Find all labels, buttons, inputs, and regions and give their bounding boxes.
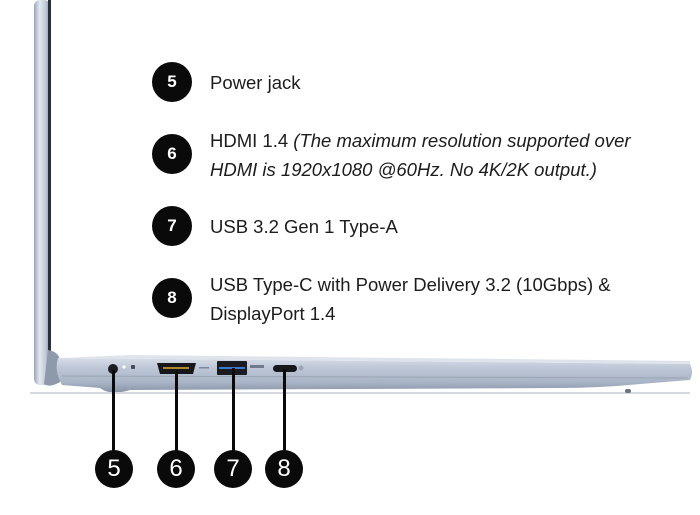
leader-line-6 — [175, 371, 178, 452]
legend-label-hdmi: HDMI 1.4 (The maximum resolution support… — [210, 130, 631, 180]
hdmi-note: (The maximum resolution supported over H… — [210, 130, 631, 180]
callout-badge-8: 8 — [265, 450, 303, 488]
legend-label-usb-c: USB Type-C with Power Delivery 3.2 (10Gb… — [210, 274, 611, 324]
legend-badge-6: 6 — [152, 134, 192, 174]
legend-badge-5: 5 — [152, 62, 192, 102]
leader-line-7 — [232, 368, 235, 452]
callout-badge-7: 7 — [214, 450, 252, 488]
legend-label-power-jack: Power jack — [210, 72, 301, 93]
power-jack-port — [108, 364, 118, 374]
legend-label-usb-a: USB 3.2 Gen 1 Type-A — [210, 216, 398, 237]
legend-badge-7: 7 — [152, 206, 192, 246]
leader-line-8 — [283, 369, 286, 452]
leader-line-5 — [112, 370, 115, 452]
callout-badge-5: 5 — [95, 450, 133, 488]
legend-badge-8: 8 — [152, 278, 192, 318]
callout-badge-6: 6 — [157, 450, 195, 488]
usb-c-port — [273, 365, 297, 372]
